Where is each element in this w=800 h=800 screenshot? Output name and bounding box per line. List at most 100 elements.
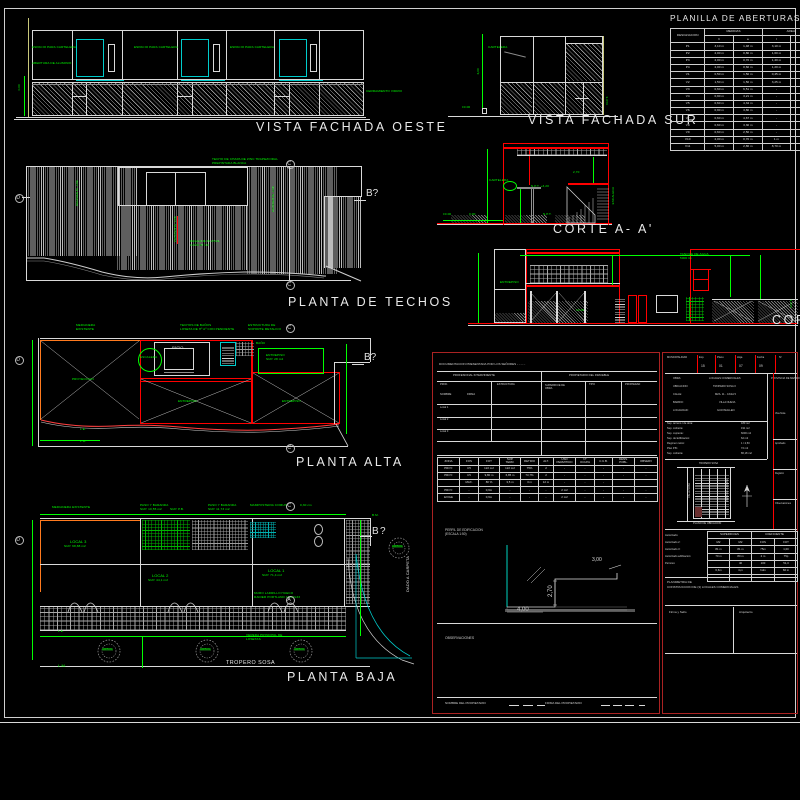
alta-outer-left: [38, 338, 39, 420]
loc-street-top: [677, 467, 735, 468]
cartelera-box-3: [279, 39, 307, 77]
municipal-col-estructura: ESTRUCTURA: [497, 383, 515, 386]
sl-1: Autorizado:: [665, 534, 679, 537]
planilla-cell-blank: [790, 142, 800, 152]
zoning-col-header: FOT: [478, 457, 500, 466]
zoning-cell: -: [553, 471, 576, 481]
label-cartelera-3: ESPACIO PARA CARTELERA: [230, 45, 274, 49]
aa-dim-2: [520, 189, 521, 223]
title-corte-bb: COR: [772, 313, 800, 327]
sf-c5: 81 m: [707, 545, 730, 554]
alta-label-bano: BAÑO: [256, 341, 266, 345]
glz-m7: [274, 82, 275, 116]
sign-left-label: Firma y Sello: [669, 610, 687, 614]
planilla-cell-a: 0,70 m: [733, 56, 763, 65]
sf-c17: 6,6m: [707, 566, 730, 576]
planilla-cell-a: 3,30 m: [733, 121, 763, 130]
planilla-cell-blank: [790, 114, 800, 123]
techos-cano: CAÑO Ø 110: [190, 243, 209, 247]
planilla-cell-blank: [790, 135, 800, 145]
mc-v4: [621, 382, 622, 404]
municipal-row-local3: Local 3: [440, 430, 449, 433]
techos-desague: DESAGUE PLUVIAL: [190, 239, 221, 243]
bb-left-slab: [494, 289, 526, 290]
sf-c21: [707, 574, 730, 583]
roof-corner-splay: [325, 265, 362, 282]
zoning-cell: 2 m2: [553, 486, 576, 495]
sheet-val-fecha: 09: [759, 364, 763, 368]
baja-label-local2-sup: SUP. 44,1 m2: [148, 578, 169, 582]
baja-paso-grid-2: [192, 520, 248, 550]
planilla-cell-designacion: V7: [669, 114, 706, 123]
baja-label-local1: LOCAL 1: [268, 568, 285, 573]
bb-label-npt: N.P.T.: [789, 299, 793, 308]
plan-note-rule2: [665, 605, 797, 606]
baja-street-line: [40, 666, 370, 667]
section-circle-d-baja: [15, 536, 24, 545]
area-1-value: 191 m2: [741, 427, 750, 430]
section-line-d: [22, 197, 30, 198]
bb-entrepiso-edge: [526, 285, 620, 287]
alta-label-estructura: ESTRUCTURA DE: [248, 323, 276, 327]
baja-outer-right: [370, 518, 371, 546]
baja-label-le: L.E.: [58, 629, 64, 633]
view-corte-bb: TANQUE DE AGUA 5000 lts ENTREPISO N.P.T.…: [460, 243, 800, 335]
techos-label-2: PREPINTADA BLANCA: [212, 161, 247, 165]
techos-pend-3: PENDIENTE 12%: [271, 186, 275, 213]
aa-ground-white: [437, 224, 612, 225]
baja-dim-left: [32, 520, 33, 660]
zoning-cell: EXIGE: [437, 493, 460, 502]
mc-v1: [491, 382, 492, 404]
side-col-v: [773, 373, 774, 529]
field-calle-value: MZA. 11 - CASA 5: [715, 393, 736, 396]
sur-v2: [565, 36, 566, 115]
sf-c20: 60 m: [774, 566, 798, 576]
alta-step: [334, 362, 370, 363]
municipal-sub-headers: PROFESIONAL INTERVINIENTE PROPIETARIO DE…: [437, 372, 657, 381]
side-rule-3: [773, 499, 797, 500]
aa-counter: [517, 187, 541, 189]
planilla-cell-a: 2,50 m: [733, 128, 763, 137]
alta-div-1: [252, 340, 253, 424]
areas-rule-bottom: [665, 459, 767, 460]
roof-inner-div: [175, 172, 176, 206]
bb-col-3: [584, 291, 586, 323]
alta-label-techos-banos: TECHOS DE BAÑOS: [180, 323, 212, 327]
sheet-val-hoja: 07: [739, 364, 743, 368]
sf-c23: [751, 574, 775, 583]
view-planta-alta: PATIO BAÑO ENTREPISO SUP. 28 m2 MEDIANER…: [14, 310, 394, 453]
footer-rule: [437, 697, 657, 698]
planilla-cell-l: -: [761, 99, 792, 109]
sheet-cell-hoja: Hoja: [737, 356, 743, 359]
sl-5: Permiso:: [665, 562, 676, 565]
planilla-cell-blank: [790, 78, 800, 87]
bb-right-floor-1: [712, 301, 754, 323]
zoning-cell: -: [520, 493, 539, 502]
zoning-cell: -: [634, 486, 658, 495]
zoning-cell: 0,6m: [478, 493, 500, 502]
roof-sheeting-mid: [117, 205, 247, 270]
alta-dim-left: [32, 340, 33, 446]
view-fachada-oeste: 0.00 ESPACIO PARA: [14, 14, 402, 120]
bb-ground-red: [468, 323, 798, 324]
planilla-cell-h: 5,00 m: [704, 142, 735, 152]
zoning-cell: 9,80 m: [478, 471, 500, 481]
sur-v1: [533, 36, 534, 115]
glz-top-grey: [32, 84, 364, 85]
baja-dim-mid: [142, 636, 143, 668]
sf-c7: 75m: [751, 545, 775, 554]
planilla-cell-blank: [790, 107, 800, 116]
sign-right-label: Arquitecto: [739, 610, 753, 614]
zoning-cell: -: [499, 486, 521, 495]
alta-label-sup28: SUP. 28 m2: [266, 357, 284, 361]
municipal-entry-rows: Local 1 Local 2 Local 3: [437, 405, 657, 456]
footer-dash-4: [601, 705, 610, 706]
sc-v5: [775, 355, 776, 373]
baja-label-paso1: PASO Y BARANDA: [140, 503, 169, 507]
planilla-cell-h: 1,50 m: [704, 78, 735, 87]
area-1-label: Sup. cubierta:: [667, 427, 684, 430]
municipal-colhdr-rule: [437, 404, 657, 405]
planilla-cell-l: 3,10 m: [761, 42, 792, 51]
